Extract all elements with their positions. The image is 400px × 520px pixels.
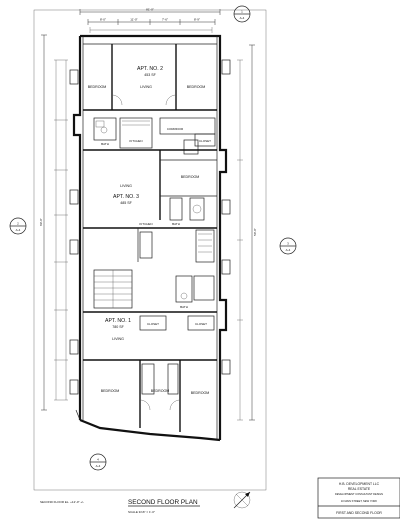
upper-dimension-1: 8'-0" bbox=[100, 18, 106, 22]
core-room-3: CORRIDOR bbox=[167, 127, 184, 131]
lower-core-room-1: BATH bbox=[180, 305, 188, 309]
floor-elevation-label: SECOND FLOOR EL. +12'-0" +/- bbox=[40, 500, 84, 504]
plan-title: SECOND FLOOR PLAN bbox=[128, 499, 198, 506]
title-block-frame bbox=[317, 477, 400, 519]
apt-2-label: APT. NO. 2 bbox=[137, 66, 163, 72]
apt-1-closet-1: CLOSET bbox=[147, 322, 159, 326]
core-room-2: KITCHEN bbox=[129, 139, 142, 143]
top-overall-dimension: 81'-0" bbox=[146, 8, 154, 12]
title-block-subtitle: REAL ESTATE bbox=[348, 487, 371, 491]
section-marker-1-sheet: A-4 bbox=[240, 16, 245, 20]
window-marks bbox=[69, 59, 231, 395]
section-marker-4-sheet: A-4 bbox=[96, 464, 101, 468]
apt-3-room-1: LIVING bbox=[120, 184, 132, 188]
drawing-border bbox=[33, 9, 267, 491]
apt-2-area: 453 SF bbox=[144, 73, 156, 77]
section-marker-1-num: 1 bbox=[241, 10, 243, 14]
title-block-line-4: 10 MAIN STREET, NEW YORK bbox=[341, 499, 378, 503]
apt-1-room-2: BEDROOM bbox=[101, 389, 120, 393]
apt-3-label: APT. NO. 3 bbox=[113, 194, 139, 200]
section-marker-1: 1 A-4 bbox=[233, 5, 251, 23]
title-block-sheet-title: FIRST AND SECOND FLOOR bbox=[336, 511, 382, 515]
upper-dimension-4: 8'-9" bbox=[194, 18, 200, 22]
apt-1-closet-2: CLOSET bbox=[195, 322, 207, 326]
section-marker-3: 3 A-4 bbox=[279, 237, 297, 255]
mid-core-room-1: BATH bbox=[172, 222, 180, 226]
section-marker-3-num: 3 bbox=[287, 242, 289, 246]
section-marker-3-sheet: A-4 bbox=[286, 248, 291, 252]
section-marker-2: 2 A-4 bbox=[9, 217, 27, 235]
left-overall-dimension: 89'-0" bbox=[39, 218, 43, 226]
apt-1-label: APT. NO. 1 bbox=[105, 318, 131, 324]
section-marker-2-num: 2 bbox=[17, 222, 19, 226]
apartment-1: CLOSET CLOSET APT. NO. 1 780 SF LIVING B… bbox=[83, 315, 217, 432]
section-marker-4-num: 4 bbox=[97, 458, 99, 462]
upper-dimension-3: 7'-6" bbox=[162, 18, 168, 22]
apt-3-area: 485 SF bbox=[120, 201, 132, 205]
apt-2-room-2: LIVING bbox=[140, 85, 152, 89]
title-block-line-3: DEVELOPMENT CONSULTANT DESIGN bbox=[335, 492, 383, 496]
apartment-3: APT. NO. 3 485 SF LIVING BEDROOM BATH KI… bbox=[83, 150, 217, 263]
apt-2-room-1: BEDROOM bbox=[88, 85, 107, 89]
plan-scale: SCALE 3/16" = 1'-0" bbox=[128, 510, 155, 514]
left-dimension-group: 89'-0" bbox=[39, 34, 68, 411]
section-marker-4: 4 A-4 bbox=[89, 453, 107, 471]
north-arrow-icon bbox=[233, 491, 251, 509]
right-dimension-group: 50'-0" bbox=[237, 44, 257, 421]
apt-1-area: 780 SF bbox=[112, 325, 124, 329]
building-outline bbox=[72, 34, 228, 442]
section-marker-2-sheet: A-4 bbox=[16, 228, 21, 232]
top-dimension-group: 81'-0" 8'-0" 11'-0" 7'-6" 8'-9" bbox=[79, 8, 221, 33]
apartment-2: APT. NO. 2 453 SF BEDROOM LIVING BEDROOM bbox=[83, 43, 217, 111]
core-room-4: CLOSET bbox=[199, 139, 211, 143]
plan-title-block: SECOND FLOOR EL. +12'-0" +/- SECOND FLOO… bbox=[40, 499, 200, 514]
core-room-1: BATH bbox=[101, 142, 109, 146]
apt-3-room-2: BEDROOM bbox=[181, 175, 200, 179]
right-overall-dimension: 50'-0" bbox=[253, 228, 257, 236]
title-block: H.B. DEVELOPMENT LLC REAL ESTATE DEVELOP… bbox=[318, 482, 400, 515]
upper-dimension-2: 11'-0" bbox=[130, 18, 137, 22]
apt-2-room-3: BEDROOM bbox=[187, 85, 206, 89]
mid-core-room-2: KITCHEN bbox=[139, 222, 152, 226]
stair-core: BATH bbox=[83, 269, 217, 313]
title-block-project: H.B. DEVELOPMENT LLC bbox=[339, 482, 380, 486]
upper-core-rooms: BATH KITCHEN CORRIDOR CLOSET bbox=[83, 117, 217, 155]
apt-1-room-3: BEDROOM bbox=[151, 389, 170, 393]
apt-1-room-4: BEDROOM bbox=[191, 391, 210, 395]
apt-1-room-1: LIVING bbox=[112, 337, 124, 341]
